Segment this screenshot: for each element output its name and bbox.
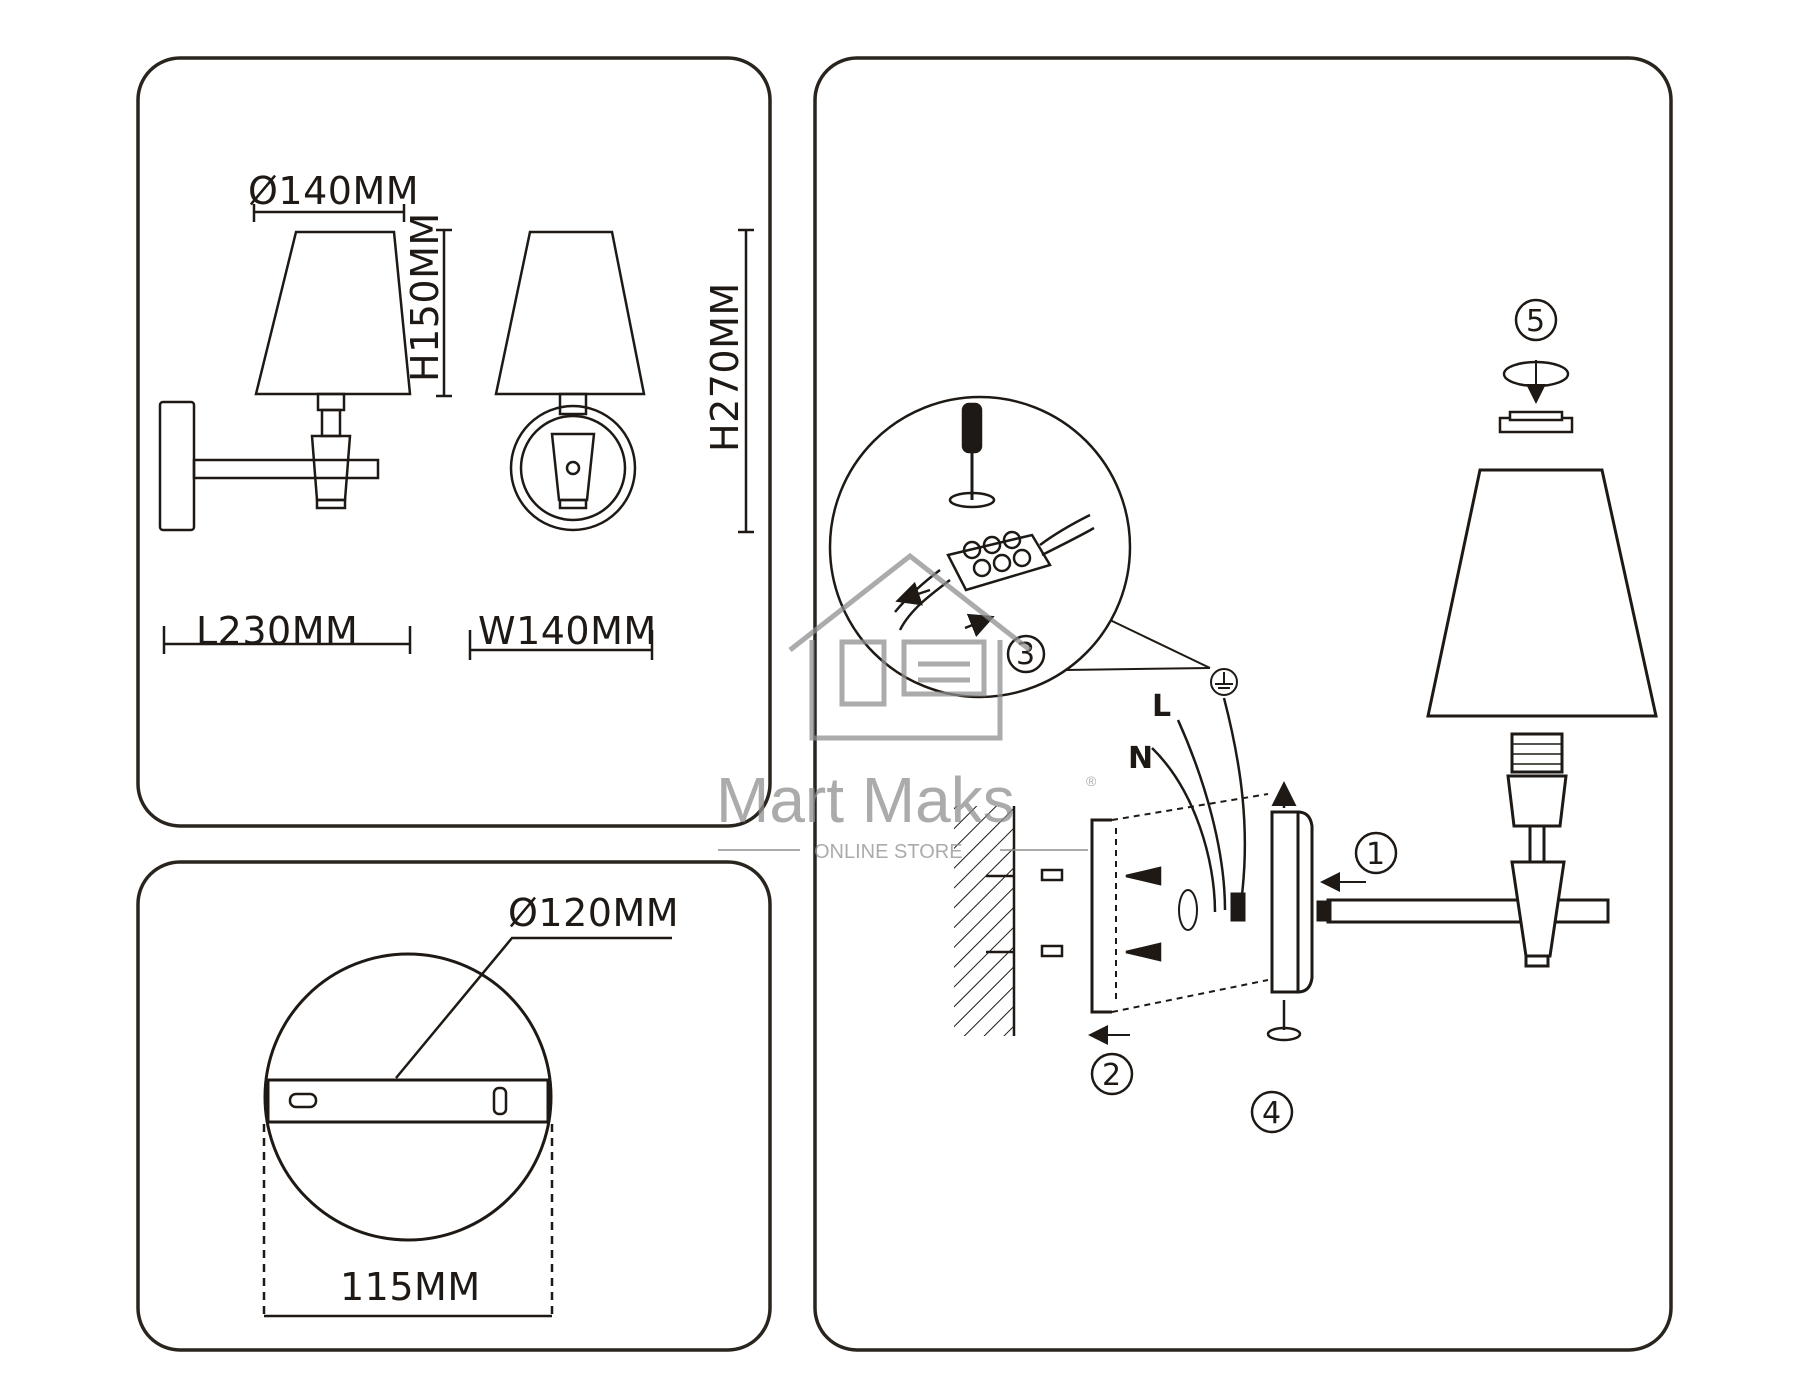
installation-panel: 3 L N	[813, 56, 1673, 1352]
total-height-label: H270MM	[703, 282, 747, 452]
leader-line	[395, 936, 672, 1079]
wire-neutral-label: N	[1128, 741, 1153, 776]
step-3-badge	[1006, 634, 1046, 674]
screwdriver-icon	[961, 402, 983, 500]
shade-diameter-label: Ø140MM	[248, 169, 419, 213]
step-1-label: 1	[1366, 837, 1385, 872]
step-4-label: 4	[1262, 1096, 1281, 1131]
step-2-badge	[1090, 1052, 1134, 1096]
step-5-badge	[1514, 298, 1558, 342]
watermark-reg: ®	[1086, 773, 1097, 789]
shade-ring	[1498, 410, 1574, 434]
dim-line-spacing	[262, 1124, 554, 1320]
wall-plate-circle	[263, 952, 553, 1242]
wall	[954, 806, 1014, 1036]
step-5-label: 5	[1526, 304, 1545, 339]
dim-line-width	[468, 630, 654, 660]
shade-height-label: H150MM	[403, 212, 447, 382]
panel-frame	[136, 860, 772, 1352]
front-view-lamp	[494, 230, 646, 532]
dim-line-shade-height	[436, 228, 452, 398]
step-2-label: 2	[1102, 1058, 1121, 1093]
rotate-icon	[948, 491, 996, 509]
canopy	[1230, 810, 1314, 994]
panel-frame	[813, 56, 1673, 1352]
mounting-plate-panel: Ø120MM 115MM	[136, 860, 772, 1352]
mount-spacing-label: 115MM	[340, 1265, 481, 1309]
ground-symbol-icon	[1210, 668, 1238, 696]
house-logo-icon	[788, 552, 1032, 741]
side-view-lamp	[158, 230, 412, 532]
bracket	[1090, 793, 1269, 1014]
dim-line-diameter	[252, 204, 406, 222]
step-4-badge	[1250, 1090, 1294, 1134]
plate-diameter-label: Ø120MM	[508, 891, 679, 935]
terminal-detail	[828, 395, 1211, 699]
watermark: Mart Maks ® ONLINE STORE	[716, 552, 1097, 863]
watermark-brand: Mart Maks	[716, 764, 1015, 836]
step-1-badge	[1354, 831, 1398, 875]
panel-frame	[136, 56, 772, 828]
width-label: W140MM	[478, 609, 657, 653]
arm	[1316, 898, 1610, 924]
dimensions-panel: Ø140MM H150MM H270MM L230MM W140MM	[136, 56, 772, 828]
watermark-sub: ONLINE STORE	[814, 841, 963, 863]
lamp-head	[1426, 468, 1658, 968]
length-label: L230MM	[196, 609, 358, 653]
wire-live-label: L	[1152, 689, 1171, 724]
wires	[1151, 697, 1247, 913]
dim-line-total-height	[738, 228, 754, 534]
dim-line-length	[162, 626, 412, 654]
